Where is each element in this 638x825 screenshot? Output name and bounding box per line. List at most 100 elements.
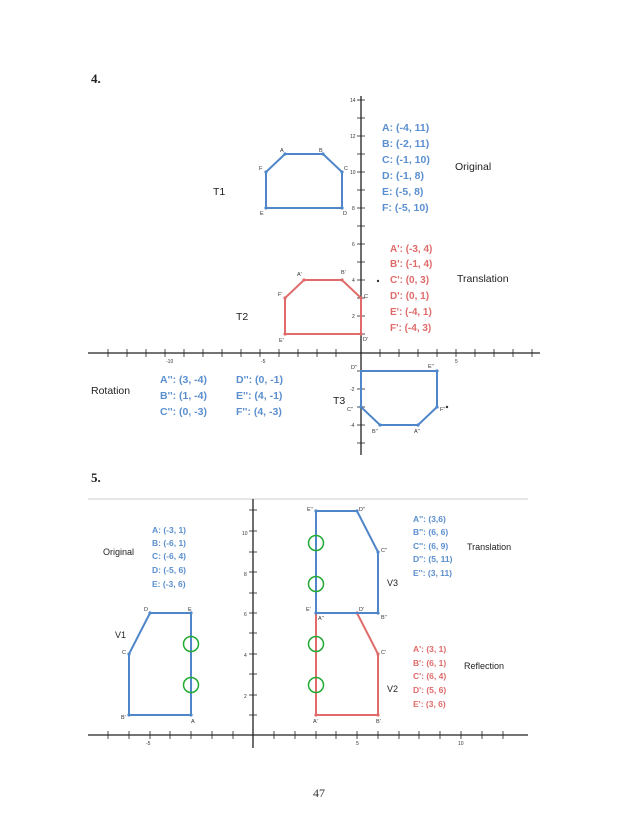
fig4-translation-vertices [283,278,363,336]
fig5-label-B: B' [121,715,126,721]
problem-5-number: 5. [91,470,101,485]
fig4-label-C: C [344,166,348,172]
fig5-original-coord: E: (-3, 6) [152,579,186,589]
fig4-translation-coord: C': (0, 3) [390,275,429,286]
fig5-reflection-shape [315,612,379,716]
fig4-x-ticks [107,349,533,357]
fig4-tag-t1: T1 [213,186,225,198]
fig4-tick-y12: 12 [350,134,356,140]
fig4-translation-coord: F': (-4, 3) [390,323,431,334]
fig5-reflection-coord: D': (5, 6) [413,685,446,695]
fig5-label-D: D [144,607,148,613]
fig4-dot-c-prime [376,279,380,283]
fig4-label-F-double: F'' [440,407,445,413]
fig4-rotation-coord: B'': (1, -4) [160,390,207,402]
fig5-label-C-double: C'' [381,548,387,554]
fig4-tick-y14: 14 [350,98,356,104]
fig5-reflection-coord: C': (6, 4) [413,671,446,681]
fig4-tick-x5: 5 [455,359,458,365]
fig5-tick-y8: 8 [244,572,247,578]
fig4-tick-y8: 8 [352,206,355,212]
fig5-original-coord: C: (-6, 4) [152,551,186,561]
fig5-label-E-double: E'' [307,507,313,513]
page-number: 47 [313,786,325,800]
fig4-original-vertices [264,152,344,210]
fig5-translation-vertices [314,509,380,615]
fig5-x-ticks [107,731,504,739]
fig4-tag-t3: T3 [333,395,345,407]
fig5-translation-coord: A'': (3,6) [413,514,446,524]
fig5-reflection-coord: B': (6, 1) [413,658,446,668]
fig5-label-C-prime: C' [381,650,386,656]
fig5-tick-x10: 10 [458,741,464,747]
fig5-tick-y10: 10 [242,531,248,537]
fig4-tag-rotation: Rotation [91,385,130,397]
fig4-rotation-vertices [359,369,439,427]
fig5-label-D-prime: D' [359,607,364,613]
fig4-rotation-coord: E'': (4, -1) [236,390,282,402]
fig5-tick-x-neg5: -5 [146,741,151,747]
fig5-tag-translation: Translation [467,542,511,552]
fig4-rotation-coord: A'': (3, -4) [160,374,207,386]
fig4-tag-translation: Translation [457,273,509,285]
fig4-label-B: B [319,148,323,154]
fig5-tag-v1: V1 [115,630,126,640]
fig5-label-E: E [188,607,192,613]
fig4-rotation-coord: F'': (4, -3) [236,406,282,418]
fig5-tag-reflection: Reflection [464,661,504,671]
fig4-label-E-prime: E' [279,338,284,344]
fig5-original-coord: A: (-3, 1) [152,525,186,535]
fig4-label-E: E [260,211,264,217]
fig5-tick-y6: 6 [244,612,247,618]
fig4-translation-coord: D': (0, 1) [390,291,429,302]
fig5-original-vertices [127,611,193,717]
fig5-label-E-prime: E' [306,607,311,613]
fig5-translation-shape [315,510,379,614]
fig5-tag-v3: V3 [387,578,398,588]
fig5-reflection-coord: A': (3, 1) [413,644,446,654]
fig5-label-A-double: A'' [318,616,324,622]
fig5-label-B-double: B'' [381,615,387,621]
fig5-tick-y4: 4 [244,653,247,659]
fig4-original-coord: A: (-4, 11) [382,122,429,134]
fig5-label-B-prime: B' [376,719,381,725]
fig4-tick-y-neg4: -4 [350,423,355,429]
fig5-label-D-double: D'' [359,507,365,513]
fig5-translation-coord: B'': (6, 6) [413,527,448,537]
fig5-translation-coord: D'': (5, 11) [413,554,453,564]
fig4-tick-y2: 2 [352,314,355,320]
fig4-label-A-double: A'' [414,429,420,435]
fig4-original-coord: F: (-5, 10) [382,202,429,214]
fig4-tick-x-neg5: -5 [261,359,266,365]
fig4-label-F: F [259,166,263,172]
fig4-label-A: A [280,148,284,154]
fig5-original-shape [128,612,192,716]
fig4-tick-y6: 6 [352,242,355,248]
fig5-tag-original: Original [103,547,134,557]
fig5-tag-v2: V2 [387,684,398,694]
fig5-green-circles [182,534,325,694]
fig4-label-B-prime: B' [341,270,346,276]
fig4-tick-y-neg2: -2 [350,387,355,393]
fig4-label-E-double: E'' [428,364,434,370]
fig4-dot-f-double [445,405,449,409]
fig5-label-A-prime: A' [313,719,318,725]
fig5-y-ticks [249,509,257,716]
fig5-original-coord: B: (-6, 1) [152,538,186,548]
fig4-original-coord: D: (-1, 8) [382,170,424,182]
fig5-translation-coord: C'': (6, 9) [413,541,448,551]
fig5-tick-y2: 2 [244,694,247,700]
fig4-label-D-prime: D' [363,337,368,343]
fig4-original-coord: B: (-2, 11) [382,138,429,150]
fig5-label-C: C [122,650,126,656]
fig4-label-D: D [343,211,347,217]
fig4-label-A-prime: A' [297,272,302,278]
fig4-tick-y10: 10 [350,170,356,176]
fig4-rotation-coord: D'': (0, -1) [236,374,283,386]
fig4-translation-coord: A': (-3, 4) [390,244,432,255]
fig4-tick-y4: 4 [352,278,355,284]
fig5-tick-x5: 5 [356,741,359,747]
fig5-translation-coord: E'': (3, 11) [413,568,452,578]
